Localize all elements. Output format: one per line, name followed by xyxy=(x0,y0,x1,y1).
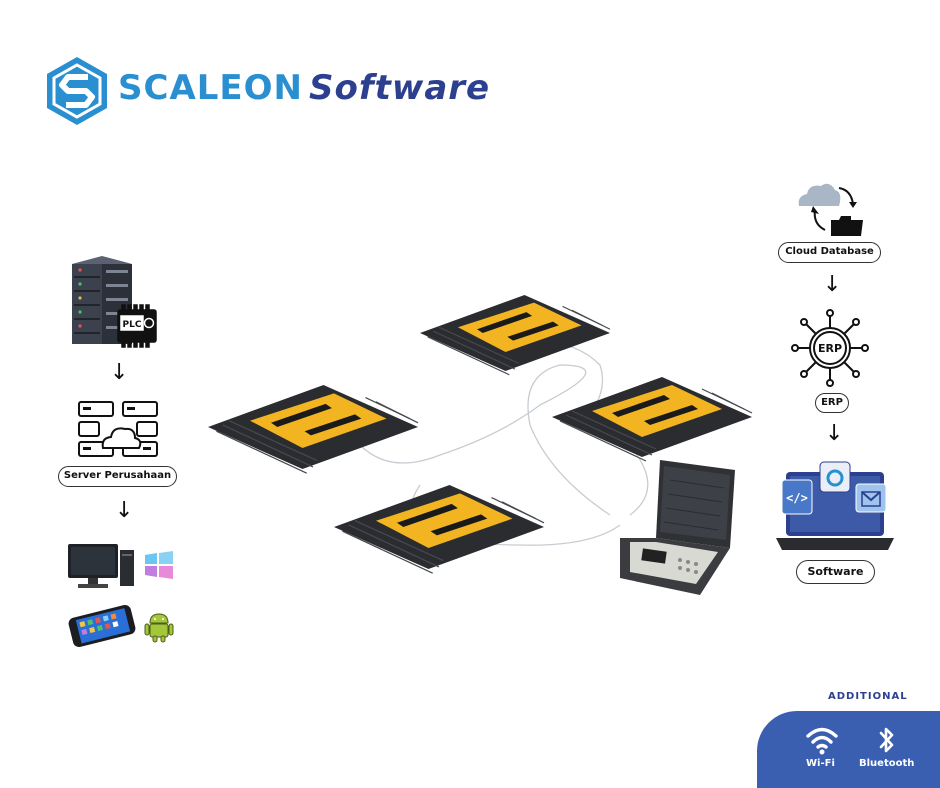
desktop-pc-icon xyxy=(68,544,134,588)
windows-icon xyxy=(145,551,173,579)
arrow-down-4: ↓ xyxy=(825,421,844,446)
wifi-icon xyxy=(806,727,838,755)
server-perusahaan-label: Server Perusahaan xyxy=(58,466,177,487)
bluetooth-icon xyxy=(879,727,894,753)
cloud-server-icon xyxy=(78,401,158,457)
plc-label: PLC xyxy=(123,320,142,330)
weighing-pad-bottom xyxy=(333,484,545,574)
folder-icon xyxy=(831,216,863,236)
scaleon-hex-icon xyxy=(47,57,107,125)
brand-name-part2: Software xyxy=(309,68,491,108)
erp-label: ERP xyxy=(815,393,849,413)
weighing-pad-left xyxy=(207,384,419,474)
brand-name-part1: SCALEON xyxy=(118,68,304,108)
bluetooth-label: Bluetooth xyxy=(859,758,915,769)
wifi-label: Wi-Fi xyxy=(806,758,835,769)
cloud-database-label: Cloud Database xyxy=(778,242,881,263)
additional-panel: Wi-Fi Bluetooth xyxy=(757,711,940,788)
plc-icon: PLC xyxy=(117,304,157,348)
brand-logo xyxy=(44,55,464,127)
cloud-sync-icon xyxy=(798,183,863,236)
smartphone-icon xyxy=(68,604,136,648)
svg-text:</>: </> xyxy=(786,491,808,505)
erp-gear-icon: ERP xyxy=(791,309,869,387)
software-label: Software xyxy=(796,560,875,584)
indicator-case-icon xyxy=(620,460,735,595)
weighing-pad-top xyxy=(419,294,611,376)
additional-title: ADDITIONAL xyxy=(828,691,908,702)
weighing-pad-right xyxy=(551,376,753,462)
weighing-system-diagram xyxy=(207,294,753,595)
arrow-down-2: ↓ xyxy=(115,498,134,523)
arrow-down-1: ↓ xyxy=(110,360,129,385)
laptop-icon: </> xyxy=(776,461,894,550)
erp-center-text: ERP xyxy=(818,342,842,355)
android-icon xyxy=(144,613,174,643)
arrow-down-3: ↓ xyxy=(823,272,842,297)
